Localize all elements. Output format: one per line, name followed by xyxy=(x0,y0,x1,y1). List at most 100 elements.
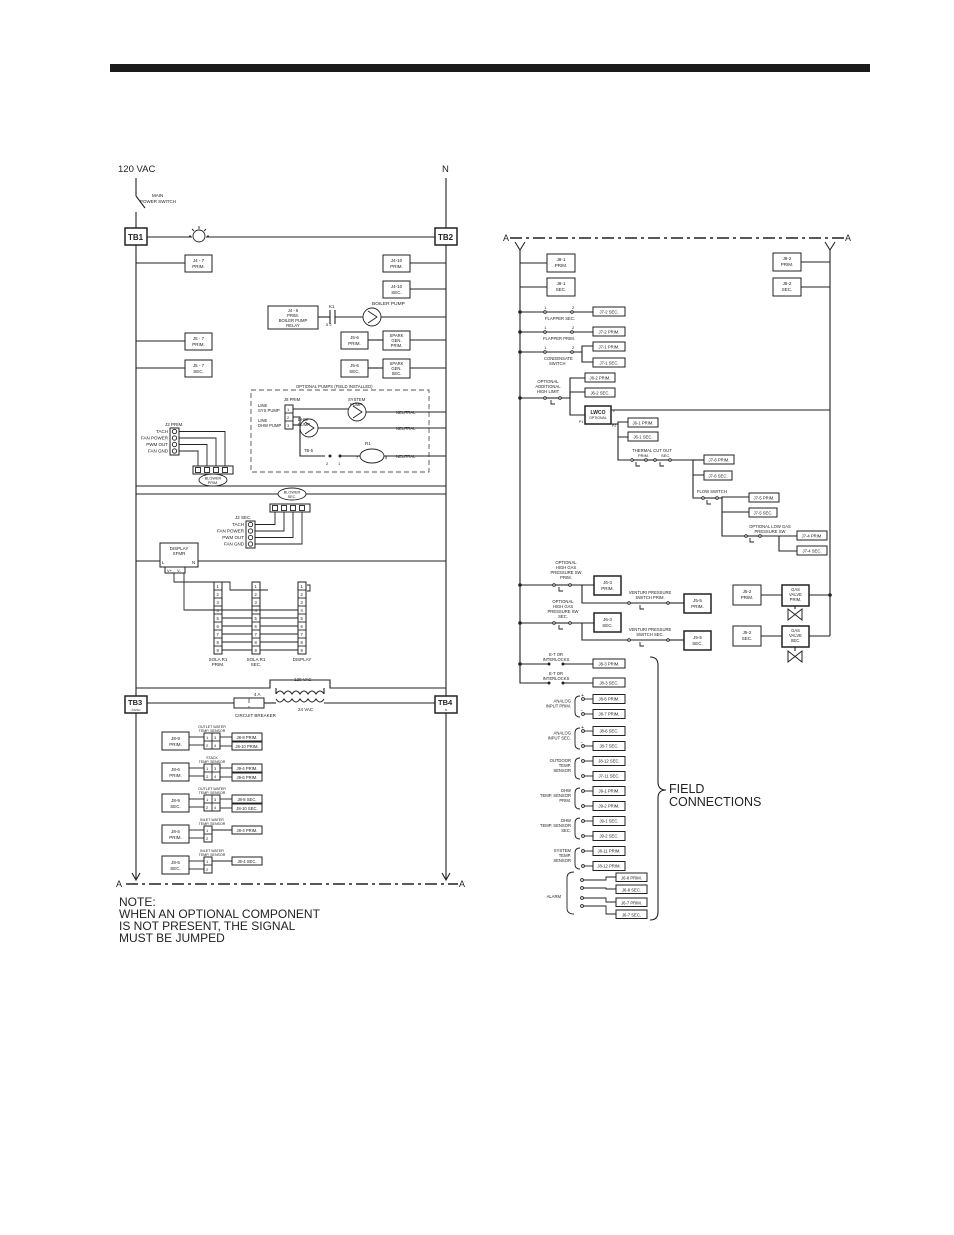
line-dhw-pump-label: LINE xyxy=(258,418,268,423)
display-pin-3: 3 xyxy=(301,600,304,605)
flow-switch-label: FLOW SWITCH xyxy=(697,489,727,494)
sola-prim-label-2: PRIM. xyxy=(212,662,225,667)
field-group-4-out-box-1 xyxy=(592,786,626,796)
j8-3-sec-box xyxy=(592,677,626,688)
j5-6-prim-label-2: PRIM. xyxy=(348,341,361,346)
high-gas-sec-label-2: HIGH GAS xyxy=(553,604,574,609)
j7-1-sec-box xyxy=(592,357,626,368)
field-group-3-label-2: TEMP. xyxy=(559,763,571,768)
field-group-5-label-2: TEMP. SENSOR xyxy=(540,823,571,828)
high-gas-sec-label: OPTIONAL xyxy=(552,599,574,604)
field-group-2-out-label-1: J8-6 SEC. xyxy=(599,729,618,734)
field-group-2-brace xyxy=(574,727,581,750)
j7-1-prim-label: J7-1 PRIM. xyxy=(599,345,620,350)
relay-label-2: PRIM. xyxy=(287,313,299,318)
field-group-1-label-1: ANALOG xyxy=(554,699,571,704)
j5-6-prim-label: J5-6 xyxy=(350,335,359,340)
blower-sec-label-2: SEC. xyxy=(288,495,297,499)
sensor-5-pin-1: 1 xyxy=(206,859,209,864)
field-group-3-out-box-1 xyxy=(592,756,626,766)
display-xfmr-box xyxy=(159,542,199,568)
field-connections-bracket xyxy=(649,656,667,921)
tb4-sub-label: N xyxy=(445,708,447,712)
field-group-5-out-label-2: J9-2 SEC. xyxy=(599,834,618,839)
tb5-pin-2: 2 xyxy=(326,461,329,466)
field-group-6-brace xyxy=(574,847,581,870)
right-ladder-diagram: A A J8-1 PRIM. J8-1 SEC. J8-2 PRIM. J8-2… xyxy=(503,233,851,921)
j6-8-sec-label: J6-8 SEC. xyxy=(622,887,641,892)
j8-1-sec-label-2: SEC. xyxy=(556,287,567,292)
j2-prim-label: J2 PRIM. xyxy=(165,422,184,427)
sensor-4-out-label-1: J8-4 PRIM. xyxy=(237,828,258,833)
sensor-3-type-label: OUTLET WATER xyxy=(198,787,226,791)
sensor-2-jack-label-2: PRIM. xyxy=(169,773,182,778)
sensor-1-pin-1: 1 xyxy=(206,735,209,740)
j6-8-prim-box xyxy=(615,872,648,882)
j4-7-prim-label-2: PRIM. xyxy=(192,264,205,269)
line-sys-pump-label-2: SYS PUMP xyxy=(258,408,280,413)
field-group-1-out-box-1 xyxy=(592,694,626,704)
lwco-pin-p2: P2 xyxy=(612,424,616,428)
spark-prim-label: SPARK xyxy=(390,333,404,338)
j7-6-sec-box xyxy=(703,470,733,481)
display-pin-5: 5 xyxy=(301,616,304,621)
sola-sec-pin-8: 8 xyxy=(255,640,258,645)
sensor-2-out-box-2 xyxy=(231,772,263,782)
j7-2-prim-label: J7-2 PRIM. xyxy=(599,330,620,335)
j7-5-prim-box xyxy=(748,492,780,503)
j5-5-sec-label: J5-5 xyxy=(693,635,702,640)
fan-sec-tach: TACH xyxy=(232,522,244,527)
high-limit-label-3: HIGH LIMIT xyxy=(537,389,560,394)
j5-2-sec-label-2: SEC. xyxy=(742,636,753,641)
sola-prim-pin-7: 7 xyxy=(217,632,220,637)
lwco-label-2: OPTIONAL xyxy=(589,416,607,420)
j8-pin-2: 2 xyxy=(287,415,290,420)
field-group-6-out-box-1 xyxy=(592,846,626,856)
display-pin-9: 9 xyxy=(301,648,304,653)
field-group-1-minus: - xyxy=(581,708,583,714)
j6-7-prim-label: J6-7 PRIM. xyxy=(621,900,642,905)
field-group-6-out-label-2: J8-12 PRIM. xyxy=(597,864,620,869)
sola-sec-label: SOLA R1 xyxy=(247,657,266,662)
header-rule xyxy=(110,64,870,72)
sensor-2-out-label-2: J9-6 PRIM. xyxy=(237,775,258,780)
spark-sec-label: SPARK xyxy=(390,361,404,366)
gas-valve-sec-label-2: VALVE xyxy=(789,633,802,638)
sensor-5-pin-2: 2 xyxy=(206,867,209,872)
sola-sec-pin-5: 5 xyxy=(255,616,258,621)
sola-prim-pin-9: 9 xyxy=(217,648,220,653)
high-gas-sec-label-4: SEC. xyxy=(558,614,568,619)
gas-valve-sec-icon xyxy=(787,649,803,664)
sensor-4-type-label: INLET WATER xyxy=(200,818,224,822)
field-group-6-out-box-2 xyxy=(592,861,626,871)
gas-valve-sec-label-3: SEC. xyxy=(791,638,801,643)
j5-7-sec-label-2: SEC. xyxy=(193,369,204,374)
relay-label-4: RELAY xyxy=(286,323,300,328)
sola-sec-pin-3: 3 xyxy=(255,600,258,605)
display-pin-8: 8 xyxy=(301,640,304,645)
main-switch-label: MAIN xyxy=(152,193,163,198)
tb5-pin-1: 1 xyxy=(338,461,341,466)
field-group-3-out-label-1: J8-12 SEC. xyxy=(598,759,619,764)
sola-prim-pin-5: 5 xyxy=(217,616,220,621)
low-gas-label-2: PRESSURE SW xyxy=(755,529,786,534)
field-group-5-brace xyxy=(574,817,581,840)
j8-2-prim-label: J8-2 xyxy=(783,256,792,261)
left-ladder-diagram: 120 VAC N MAIN POWER SWITCH TB1 TB2 xyxy=(116,164,465,945)
field-group-3-out-label-2: J7-11 SEC. xyxy=(598,774,619,779)
gas-valve-prim-label-3: PRIM. xyxy=(790,597,802,602)
field-connections-label-2: CONNECTIONS xyxy=(669,795,761,809)
sola-sec-pin-7: 7 xyxy=(255,632,258,637)
thermal-cutout-label: THERMAL CUT OUT xyxy=(632,448,672,453)
j8-1-prim-label: J8-1 xyxy=(557,257,566,262)
gas-valve-prim-label: GAS xyxy=(791,587,800,592)
tb4-terminal xyxy=(434,695,458,714)
field-group-6-label-3: SENSOR xyxy=(553,858,571,863)
interlocks-prim-label-2: INTERLOCKS xyxy=(543,657,570,662)
field-group-3-label-1: OUTDOOR xyxy=(550,758,571,763)
j7-1-prim-box xyxy=(592,341,626,352)
field-group-1-label-2: INPUT PRIM. xyxy=(546,704,571,709)
spark-prim-label-3: PRIM. xyxy=(391,343,403,348)
sensor-5-jack-label: J8-5 xyxy=(171,860,180,865)
j5-2-sec-label: J5-2 xyxy=(743,630,752,635)
